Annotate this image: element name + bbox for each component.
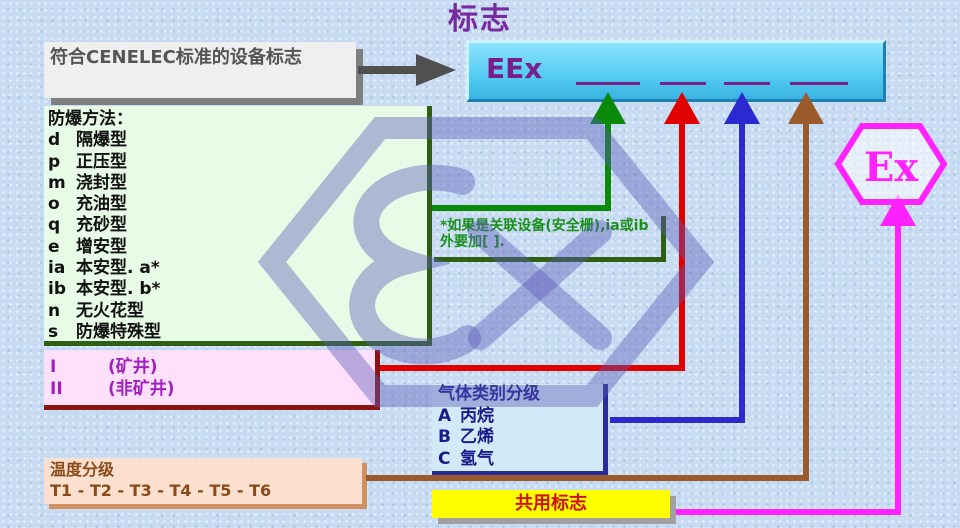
method-name: 增安型 bbox=[76, 236, 127, 257]
page-title: 标志 bbox=[448, 2, 512, 37]
equipment-group-box: I (矿井) II (非矿井) bbox=[44, 350, 380, 410]
eex-prefix: EEx bbox=[486, 52, 543, 85]
blank-slot-temp bbox=[790, 82, 848, 85]
method-item: n 无火花型 bbox=[48, 301, 423, 322]
method-item: o 充油型 bbox=[48, 194, 423, 215]
blank-slot-gas bbox=[724, 82, 770, 85]
temperature-heading: 温度分级 bbox=[50, 460, 115, 479]
group-connector bbox=[380, 120, 685, 371]
ex-hexagon-icon bbox=[834, 123, 948, 205]
red-arrow-head-icon bbox=[664, 92, 700, 124]
gas-name: 丙烷 bbox=[460, 405, 494, 426]
group-code: I bbox=[50, 357, 57, 377]
method-item: m 浇封型 bbox=[48, 173, 423, 194]
method-name: 隔爆型 bbox=[76, 130, 127, 151]
gas-heading: 气体类别分级 bbox=[438, 384, 540, 404]
common-marking-label: 共用标志 bbox=[515, 493, 587, 514]
method-name: 无火花型 bbox=[76, 300, 144, 321]
gas-name: 乙烯 bbox=[460, 427, 494, 447]
common-connector bbox=[676, 222, 901, 515]
method-item: e 增安型 bbox=[48, 237, 423, 258]
temperature-connector bbox=[366, 120, 809, 481]
method-code: o bbox=[48, 194, 60, 215]
method-name: 本安型. a* bbox=[76, 258, 160, 279]
brown-arrow-head-icon bbox=[788, 92, 824, 124]
gas-classification-box: 气体类别分级 A 丙烷 B 乙烯 C 氢气 bbox=[432, 384, 608, 476]
green-arrow-head-icon bbox=[590, 92, 626, 124]
associated-apparatus-note: *如果是关联设备(安全栅),ia或ib外要加[ ]. bbox=[434, 216, 666, 262]
method-name: 充砂型 bbox=[76, 215, 127, 236]
method-code: d bbox=[48, 130, 61, 151]
gas-connector bbox=[610, 120, 745, 423]
method-name: 正压型 bbox=[76, 151, 127, 172]
method-code: ia bbox=[48, 258, 66, 279]
common-marking-box: 共用标志 bbox=[432, 490, 670, 518]
cenelec-label: 符合CENELEC标准的设备标志 bbox=[50, 47, 302, 68]
ex-symbol-text: Ex bbox=[864, 144, 919, 191]
method-item: d 隔爆型 bbox=[48, 130, 423, 151]
gas-code: C bbox=[438, 448, 451, 469]
group-name: (非矿井) bbox=[108, 379, 175, 399]
gas-code: B bbox=[438, 427, 451, 447]
method-code: m bbox=[48, 172, 66, 193]
group-item: II (非矿井) bbox=[50, 378, 369, 400]
method-code: p bbox=[48, 151, 61, 172]
gas-item: B 乙烯 bbox=[438, 427, 597, 449]
method-code: s bbox=[48, 321, 59, 342]
gas-item: A 丙烷 bbox=[438, 406, 597, 428]
method-code: q bbox=[48, 215, 61, 236]
gray-arrow-head-icon bbox=[416, 54, 456, 86]
blue-arrow-head-icon bbox=[724, 92, 760, 124]
temperature-classes: T1 - T2 - T3 - T4 - T5 - T6 bbox=[50, 481, 272, 500]
blank-slot-group bbox=[660, 82, 706, 85]
gas-code: A bbox=[438, 405, 452, 426]
methods-connector bbox=[432, 120, 611, 211]
gas-item: C 氢气 bbox=[438, 449, 597, 471]
method-code: e bbox=[48, 236, 60, 257]
method-item: p 正压型 bbox=[48, 152, 423, 173]
method-item: ib 本安型. b* bbox=[48, 279, 423, 300]
group-code: II bbox=[50, 379, 63, 399]
note-text: *如果是关联设备(安全栅),ia或ib外要加[ ]. bbox=[440, 218, 649, 250]
method-item: ia 本安型. a* bbox=[48, 258, 423, 279]
method-name: 防爆特殊型 bbox=[76, 321, 161, 342]
cenelec-label-box: 符合CENELEC标准的设备标志 bbox=[44, 42, 356, 98]
method-item: s 防爆特殊型 bbox=[48, 322, 423, 343]
eex-marking-box bbox=[466, 40, 886, 102]
method-item: q 充砂型 bbox=[48, 215, 423, 236]
blank-slot-method bbox=[576, 82, 640, 85]
method-name: 充油型 bbox=[76, 194, 127, 215]
protection-methods-box: 防爆方法： d 隔爆型 p 正压型 m 浇封型 o 充油型 q 充砂型 e 增安型 ia 本安… bbox=[44, 106, 432, 346]
temperature-class-box: 温度分级 T1 - T2 - T3 - T4 - T5 - T6 bbox=[44, 458, 362, 504]
group-name: (矿井) bbox=[108, 357, 158, 377]
method-name: 浇封型 bbox=[76, 172, 127, 193]
method-code: n bbox=[48, 300, 61, 321]
method-name: 本安型. b* bbox=[76, 279, 161, 300]
method-code: ib bbox=[48, 279, 66, 300]
methods-heading: 防爆方法： bbox=[48, 109, 133, 129]
group-item: I (矿井) bbox=[50, 356, 369, 378]
gas-name: 氢气 bbox=[460, 448, 494, 469]
magenta-arrow-head-icon bbox=[880, 194, 916, 226]
